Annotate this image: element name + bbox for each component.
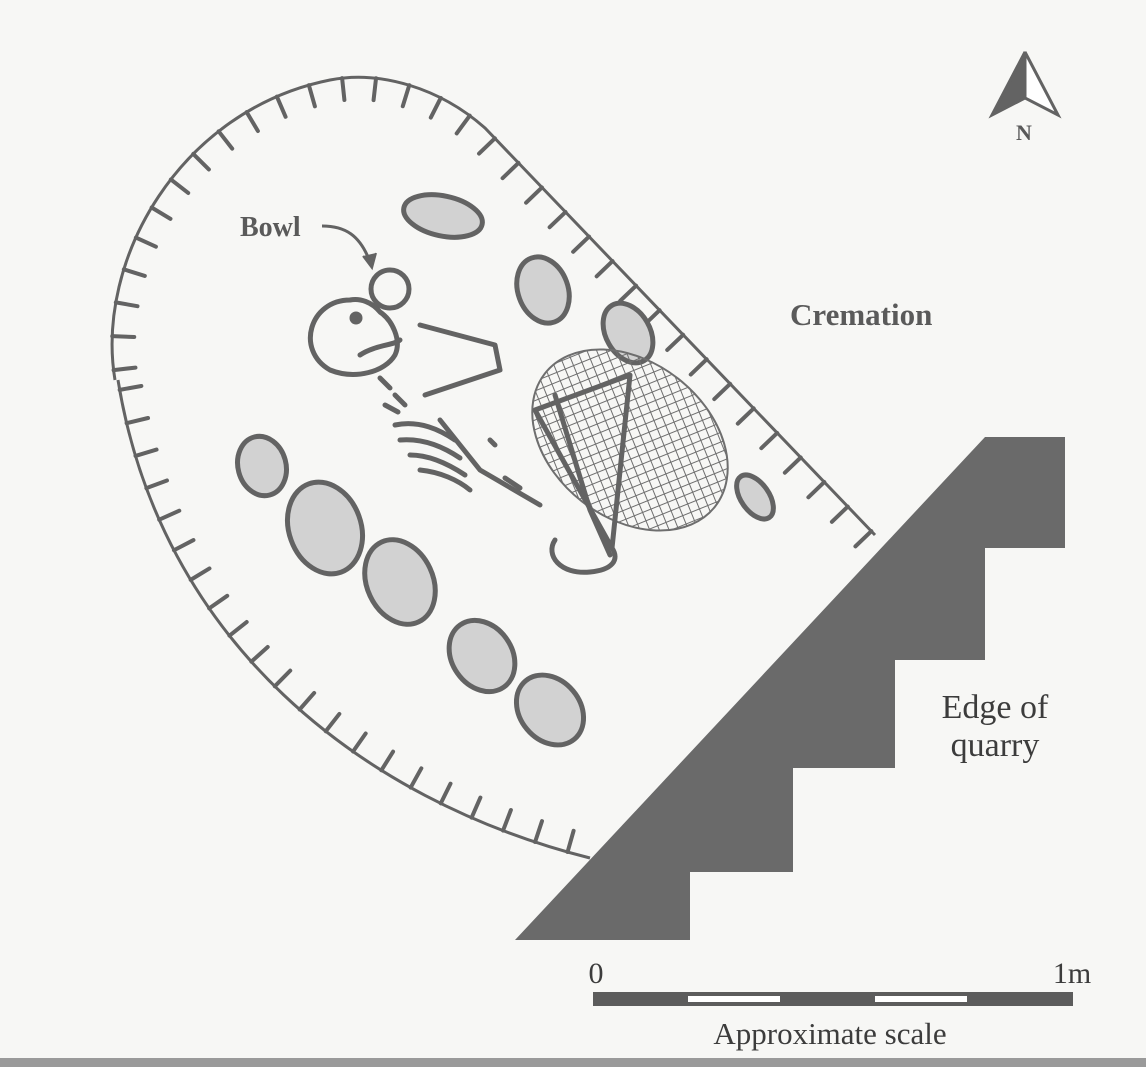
hachure-tick xyxy=(477,136,497,156)
hachure-tick xyxy=(594,259,615,279)
hachure-tick xyxy=(454,113,472,136)
scale-start-label: 0 xyxy=(589,957,604,990)
hachure-tick xyxy=(121,267,147,278)
hachure-tick xyxy=(297,690,317,712)
hachure-tick xyxy=(216,129,235,151)
leg-bone xyxy=(552,392,613,558)
hachure-tick xyxy=(191,151,211,172)
stone xyxy=(734,472,776,522)
north-arrow-icon: N xyxy=(988,51,1062,145)
stone xyxy=(513,672,587,748)
hachure-tick xyxy=(227,620,249,638)
hachure-tick xyxy=(829,504,850,524)
hachure-tick xyxy=(379,749,396,773)
hachure-tick xyxy=(565,828,576,854)
hachure-tick xyxy=(244,110,260,133)
stone xyxy=(514,254,572,326)
hachure-tick xyxy=(665,332,686,352)
hachure-tick xyxy=(712,381,733,402)
stones xyxy=(235,192,776,748)
scale-bar-segment xyxy=(875,996,967,1002)
north-label: N xyxy=(1016,120,1032,145)
hachure-tick xyxy=(171,538,196,553)
hachure-tick xyxy=(306,83,317,109)
hachure-tick xyxy=(428,95,443,120)
hachure-tick xyxy=(117,383,144,392)
hachure-tick xyxy=(571,234,592,254)
skeleton xyxy=(307,297,618,575)
scale-bar-track xyxy=(593,992,1073,1006)
stone xyxy=(235,433,289,499)
bowl-leader-arrow xyxy=(321,224,372,263)
hachure-tick xyxy=(400,83,412,109)
stone xyxy=(362,537,438,627)
hachure-tick xyxy=(149,205,173,221)
hachure-tick xyxy=(735,406,756,426)
hachure-tick xyxy=(618,283,639,303)
hachure-tick xyxy=(272,668,293,689)
arm-bone xyxy=(417,322,503,398)
hachure-tick xyxy=(188,566,212,582)
scale-bar: 0 1m Approximate scale xyxy=(589,957,1092,1051)
hachure-tick xyxy=(124,415,151,426)
foot xyxy=(549,537,618,575)
hachure-tick xyxy=(533,819,544,845)
hachure-tick xyxy=(438,781,453,806)
scale-caption: Approximate scale xyxy=(713,1016,946,1051)
hachure-marks xyxy=(110,76,874,854)
scale-end-label: 1m xyxy=(1053,957,1091,990)
hachure-tick xyxy=(207,593,230,611)
hachure-tick xyxy=(110,334,137,339)
quarry-label-line1: Edge of xyxy=(942,689,1049,726)
hachure-tick xyxy=(469,795,483,820)
scale-bar-segment xyxy=(688,996,780,1002)
hachure-tick xyxy=(688,357,709,377)
grave-cut xyxy=(110,75,877,860)
stone xyxy=(285,479,365,577)
hachure-tick xyxy=(168,177,191,195)
hachure-tick xyxy=(408,766,424,790)
spine xyxy=(437,417,543,508)
hachure-tick xyxy=(524,185,544,205)
quarry-fill xyxy=(515,437,1065,940)
hachure-tick xyxy=(157,508,182,522)
skull xyxy=(307,297,400,377)
hachure-tick xyxy=(806,480,827,500)
hachure-tick xyxy=(133,235,158,249)
quarry-edge xyxy=(515,437,1065,940)
hachure-tick xyxy=(501,808,513,833)
hachure-tick xyxy=(144,478,169,491)
bowl-object: Bowl xyxy=(240,212,412,311)
ribs xyxy=(392,421,473,493)
cremation-label: Cremation xyxy=(790,297,932,332)
hachure-tick xyxy=(371,76,379,103)
hachure-tick xyxy=(340,76,347,103)
stone xyxy=(446,617,518,695)
hachure-tick xyxy=(351,731,368,754)
hachure-tick xyxy=(111,365,138,373)
hachure-tick xyxy=(249,644,270,664)
bottom-border xyxy=(0,1058,1146,1067)
hachure-tick xyxy=(547,210,568,230)
hachure-tick xyxy=(782,455,803,475)
bowl-label: Bowl xyxy=(240,212,301,243)
quarry-label-line2: quarry xyxy=(951,727,1040,764)
hachure-tick xyxy=(274,94,288,119)
hachure-tick xyxy=(113,300,140,309)
hachure-tick xyxy=(323,711,342,734)
hachure-tick xyxy=(500,160,521,181)
hachure-tick xyxy=(759,430,780,451)
stone xyxy=(401,192,485,240)
hachure-tick xyxy=(853,529,874,549)
hachure-tick xyxy=(133,447,159,458)
